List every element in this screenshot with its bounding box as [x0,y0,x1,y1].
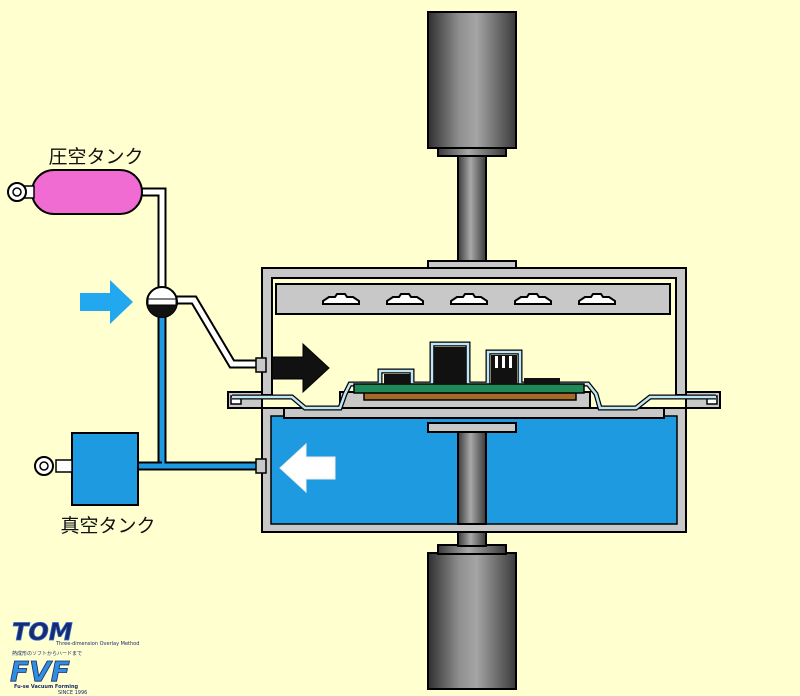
workpiece-assembly [232,341,716,419]
component-connector [491,355,517,384]
logo-since: SINCE 1996 [58,690,87,696]
component-flat [524,378,560,384]
piping [138,187,267,474]
logo-tom: TOM [12,618,73,646]
table-mount [427,422,517,433]
vacuum-tank [34,432,139,506]
pressure-pipe-to-chamber [174,297,262,367]
tom-fvf-logo: TOM Three-dimension Overlay Method 熱成形のソ… [10,618,140,696]
logo-fvf-sub: Fu-se Vacuum Forming [14,684,79,690]
component-small [384,374,410,384]
switching-valve [146,286,178,318]
vacuum-tank-label: 真空タンク [60,515,155,537]
circuit-board [353,383,585,394]
heater-elements [322,293,616,305]
forming-film [232,342,716,410]
vacuum-flow-arrow-icon [279,442,336,494]
logo-tom-sub: Three-dimension Overlay Method [55,641,139,647]
upper-press-cylinder [427,11,517,270]
air-inlet-arrow-icon [80,280,133,324]
component-large [434,347,466,384]
pressure-tank [7,169,143,215]
logo-jp-line: 熱成形のソフトからハードまで [12,650,82,657]
logo-fvf: FVF [10,655,70,688]
pressure-flow-arrow-icon [271,342,330,394]
upper-chamber [261,267,687,396]
pressure-tank-label: 圧空タンク [48,146,143,168]
